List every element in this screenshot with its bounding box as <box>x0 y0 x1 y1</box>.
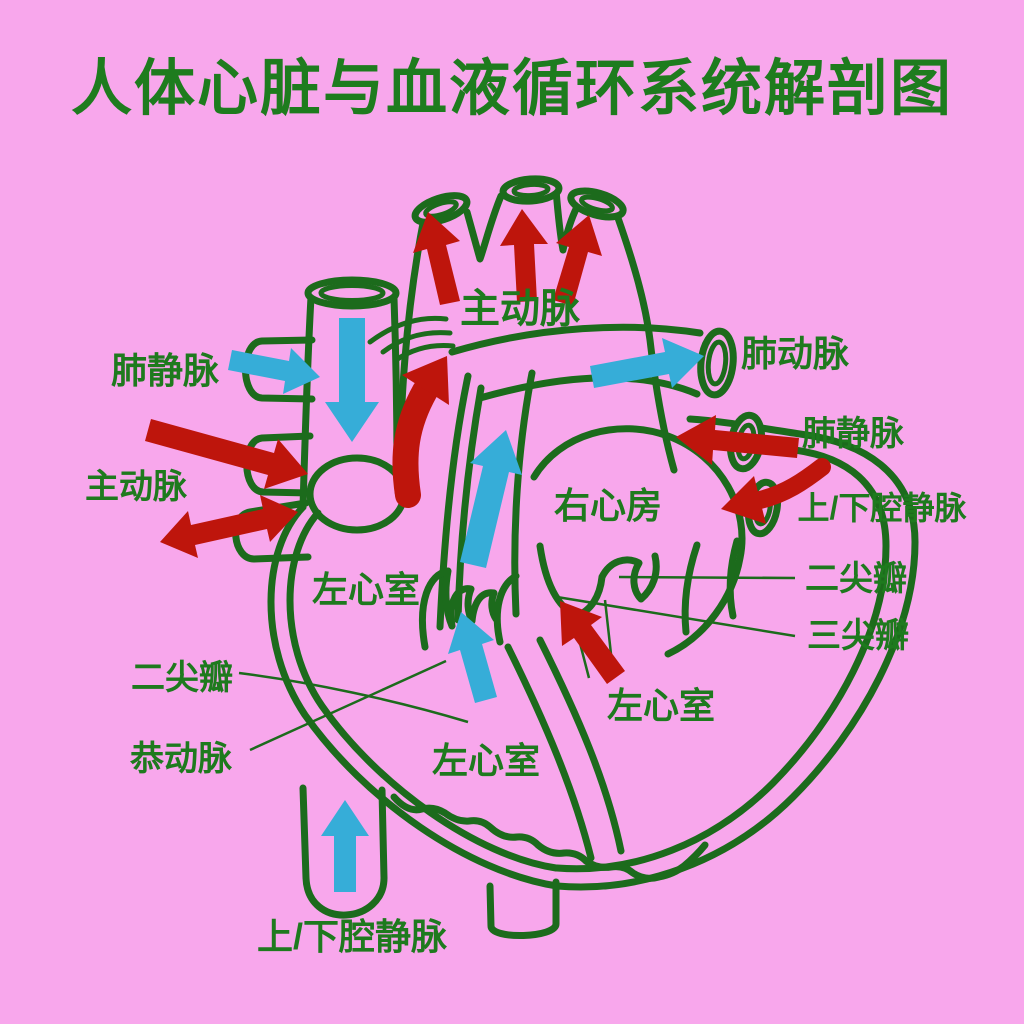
leader-coronary-left <box>249 659 447 752</box>
label-tricuspid-valve: 三尖瓣 <box>807 617 909 655</box>
label-left-ventricle-upper: 左心室 <box>312 569 420 610</box>
red-arrow-right-vc-head <box>721 476 766 524</box>
labels: 主动脉 肺静脉 主动脉 肺动脉 肺静脉 上/下腔静脉 右心房 二尖瓣 三尖瓣 左… <box>85 287 967 957</box>
blue-arrows <box>228 318 704 892</box>
label-aorta-left: 主动脉 <box>85 468 188 506</box>
blue-arrow-trunk-up <box>460 430 522 568</box>
page-title: 人体心脏与血液循环系统解剖图 <box>70 54 953 122</box>
leader-tricuspid-right <box>556 595 796 638</box>
vessel-openings <box>304 175 782 538</box>
red-arrow-branch-2 <box>500 209 548 302</box>
label-vena-cava-bottom: 上/下腔静脉 <box>257 916 448 957</box>
right-atrium-bulge <box>530 425 746 658</box>
branch-opening-1 <box>411 192 471 226</box>
trabeculae-wavy-line <box>390 793 709 882</box>
label-pulmonary-artery: 肺动脉 <box>741 333 850 374</box>
ivc-tube <box>299 784 388 919</box>
label-right-atrium: 右心房 <box>554 485 662 526</box>
label-left-ventricle-center: 左心室 <box>432 740 540 781</box>
leader-mitral-left <box>238 671 469 724</box>
septum-line-a <box>504 643 595 862</box>
septum-line-b <box>536 636 625 855</box>
bottom-small-tube <box>486 878 560 939</box>
branch-opening-1-inner <box>423 199 459 219</box>
label-coronary-artery: 恭动脉 <box>129 740 233 778</box>
right-wall-outer <box>553 415 919 891</box>
aorta-branch-gap-1 <box>463 192 505 263</box>
pulmonary-artery-top <box>448 323 704 356</box>
label-mitral-valve-right: 二尖瓣 <box>805 560 907 598</box>
aorta-branch-gap-2 <box>552 186 581 254</box>
red-arrow-aorta-shaft <box>392 378 438 508</box>
red-arrow-left-middle <box>145 419 308 489</box>
blue-arrow-left-pv <box>228 348 320 394</box>
red-arrow-right-vc-shaft <box>751 458 831 509</box>
vessel-cross-hatching <box>367 315 456 363</box>
pulmonary-artery-bottom <box>476 374 701 402</box>
label-mitral-valve-left: 二尖瓣 <box>131 659 233 697</box>
label-aorta-top: 主动脉 <box>460 287 581 331</box>
branch-opening-3-inner <box>579 194 615 214</box>
red-arrows <box>145 209 831 684</box>
pa-opening <box>697 327 737 399</box>
label-pulmonary-vein-left: 肺静脉 <box>111 350 220 391</box>
right-wall-inner <box>553 446 890 873</box>
red-arrow-left-double <box>160 495 298 558</box>
blue-arrow-pa-right <box>590 338 704 388</box>
svc-opening-inner <box>318 283 386 303</box>
svc-left-edge <box>299 293 315 511</box>
label-pulmonary-vein-right: 肺静脉 <box>802 415 905 453</box>
label-vena-cava-right: 上/下腔静脉 <box>798 490 968 526</box>
pulmonary-trunk-right <box>511 369 536 618</box>
blue-arrow-ivc-up <box>321 800 369 892</box>
label-ventricle-lower-right: 左心室 <box>607 685 715 726</box>
red-arrow-branch-3 <box>553 215 602 306</box>
leader-mitral-right <box>618 575 796 580</box>
red-arrow-right-pv <box>676 415 799 465</box>
red-arrow-tricuspid <box>560 601 625 684</box>
branch-opening-2-inner <box>511 181 551 199</box>
red-arrow-aorta-head <box>402 356 449 405</box>
branch-opening-2 <box>499 175 563 205</box>
blue-arrow-lv-up <box>448 612 497 703</box>
mitral-valve-leaflets <box>418 567 520 651</box>
branch-opening-3 <box>567 187 627 221</box>
pa-opening-inner <box>705 339 729 387</box>
left-wall-inner <box>286 509 560 872</box>
left-wall-outer <box>267 503 561 890</box>
tricuspid-valve-leaflets <box>536 542 660 620</box>
red-arrow-branch-1 <box>413 212 460 305</box>
blue-arrow-svc-down <box>325 318 379 442</box>
pulmonary-trunk-left <box>436 372 472 631</box>
left-atrium-oval <box>306 454 408 534</box>
